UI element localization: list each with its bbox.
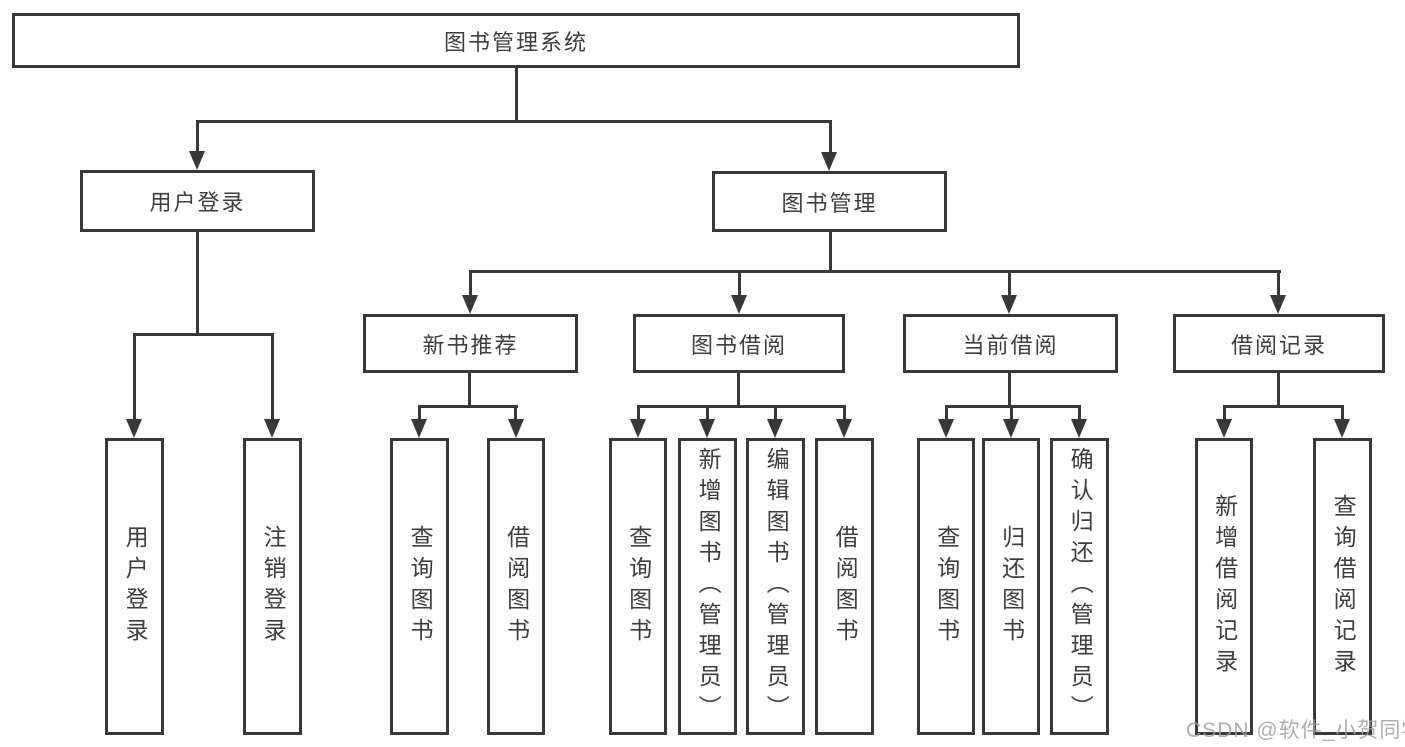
leaf-bb-query-books: 查询图书 — [609, 438, 667, 735]
connector-drop-leaf-user-login — [133, 333, 136, 419]
node-library-management-system: 图书管理系统 — [12, 13, 1020, 68]
connector-drop-bb-query — [637, 405, 640, 420]
connector-drop-current-borrowing — [1008, 270, 1011, 296]
leaf-user-login: 用户登录 — [105, 438, 164, 735]
leaf-user-login-label: 用户登录 — [122, 524, 149, 649]
arrow-down-icon — [938, 419, 954, 438]
leaf-rec-query-books-label: 查询图书 — [407, 524, 434, 649]
connector-drop-bb-edit — [774, 405, 777, 420]
arrow-down-icon — [821, 152, 837, 171]
arrow-down-icon — [1334, 419, 1350, 438]
leaf-bb-query-books-label: 查询图书 — [625, 524, 652, 649]
arrow-down-icon — [411, 419, 427, 438]
connector-new-book-recommend-branch — [418, 405, 518, 408]
connector-book-management-branch — [469, 270, 1281, 273]
connector-book-borrowing-trunk — [737, 373, 740, 407]
arrow-down-icon — [462, 295, 478, 314]
connector-current-borrowing-branch — [945, 405, 1081, 408]
connector-drop-new-book-recommend — [469, 270, 472, 296]
connector-user-login-branch — [133, 333, 274, 336]
leaf-br-add-record: 新增借阅记录 — [1195, 438, 1253, 735]
arrow-down-icon — [1003, 419, 1019, 438]
arrow-down-icon — [630, 419, 646, 438]
node-current-borrowing: 当前借阅 — [903, 314, 1118, 373]
connector-borrowing-records-trunk — [1277, 373, 1280, 407]
arrow-down-icon — [1001, 295, 1017, 314]
arrow-down-icon — [508, 419, 524, 438]
connector-drop-bb-add — [706, 405, 709, 420]
leaf-br-query-record: 查询借阅记录 — [1313, 438, 1372, 735]
leaf-cb-return-books: 归还图书 — [982, 438, 1040, 735]
connector-drop-cb-return — [1010, 405, 1013, 420]
leaf-cb-confirm-return-label: 确认归还（管理员） — [1067, 447, 1094, 726]
leaf-cb-query-books: 查询图书 — [917, 438, 975, 735]
node-new-book-recommend: 新书推荐 — [363, 314, 578, 373]
connector-drop-cb-confirm — [1078, 405, 1081, 420]
leaf-cb-query-books-label: 查询图书 — [933, 524, 960, 649]
leaf-rec-query-books: 查询图书 — [390, 438, 449, 735]
arrow-down-icon — [836, 419, 852, 438]
node-book-borrowing: 图书借阅 — [633, 314, 845, 373]
connector-root-trunk — [515, 68, 518, 120]
arrow-down-icon — [767, 419, 783, 438]
leaf-cb-return-books-label: 归还图书 — [998, 524, 1025, 649]
csdn-watermark: CSDN @软件_小贺同学 — [1186, 719, 1405, 742]
connector-book-borrowing-branch — [637, 405, 846, 408]
leaf-bb-edit-books: 编辑图书（管理员） — [746, 438, 805, 735]
arrow-down-icon — [699, 419, 715, 438]
node-user-login: 用户登录 — [80, 170, 315, 232]
connector-drop-rec-query — [418, 405, 421, 420]
leaf-bb-borrow-books-label: 借阅图书 — [832, 524, 859, 649]
connector-root-branch — [196, 120, 832, 123]
leaf-bb-borrow-books: 借阅图书 — [815, 438, 874, 735]
leaf-br-add-record-label: 新增借阅记录 — [1211, 493, 1238, 680]
arrow-down-icon — [731, 295, 747, 314]
connector-book-management-trunk — [829, 232, 832, 273]
node-borrowing-records: 借阅记录 — [1173, 314, 1385, 373]
node-book-management: 图书管理 — [712, 171, 947, 232]
arrow-down-icon — [126, 419, 142, 438]
connector-drop-book-borrowing — [738, 270, 741, 296]
arrow-down-icon — [189, 151, 205, 170]
connector-drop-cb-query — [945, 405, 948, 420]
connector-drop-user-login — [196, 120, 199, 152]
connector-drop-leaf-logout — [271, 333, 274, 419]
arrow-down-icon — [1216, 419, 1232, 438]
leaf-bb-add-books-label: 新增图书（管理员） — [695, 447, 722, 726]
leaf-rec-borrow-books-label: 借阅图书 — [503, 524, 530, 649]
connector-drop-br-query — [1341, 405, 1344, 420]
arrow-down-icon — [1071, 419, 1087, 438]
leaf-rec-borrow-books: 借阅图书 — [487, 438, 545, 735]
connector-drop-rec-borrow — [514, 405, 517, 420]
connector-user-login-trunk — [196, 232, 199, 336]
connector-new-book-recommend-trunk — [468, 373, 471, 407]
arrow-down-icon — [1270, 295, 1286, 314]
leaf-cb-confirm-return: 确认归还（管理员） — [1050, 438, 1109, 735]
leaf-logout: 注销登录 — [243, 438, 302, 735]
connector-drop-borrowing-records — [1277, 270, 1280, 296]
leaf-bb-add-books: 新增图书（管理员） — [678, 438, 737, 735]
connector-borrowing-records-branch — [1223, 405, 1344, 408]
leaf-bb-edit-books-label: 编辑图书（管理员） — [763, 447, 790, 726]
connector-current-borrowing-trunk — [1008, 373, 1011, 407]
connector-drop-bb-borrow — [843, 405, 846, 420]
arrow-down-icon — [264, 419, 280, 438]
connector-drop-book-management — [829, 120, 832, 153]
connector-drop-br-add — [1223, 405, 1226, 420]
leaf-logout-label: 注销登录 — [260, 524, 287, 649]
leaf-br-query-record-label: 查询借阅记录 — [1330, 493, 1357, 680]
